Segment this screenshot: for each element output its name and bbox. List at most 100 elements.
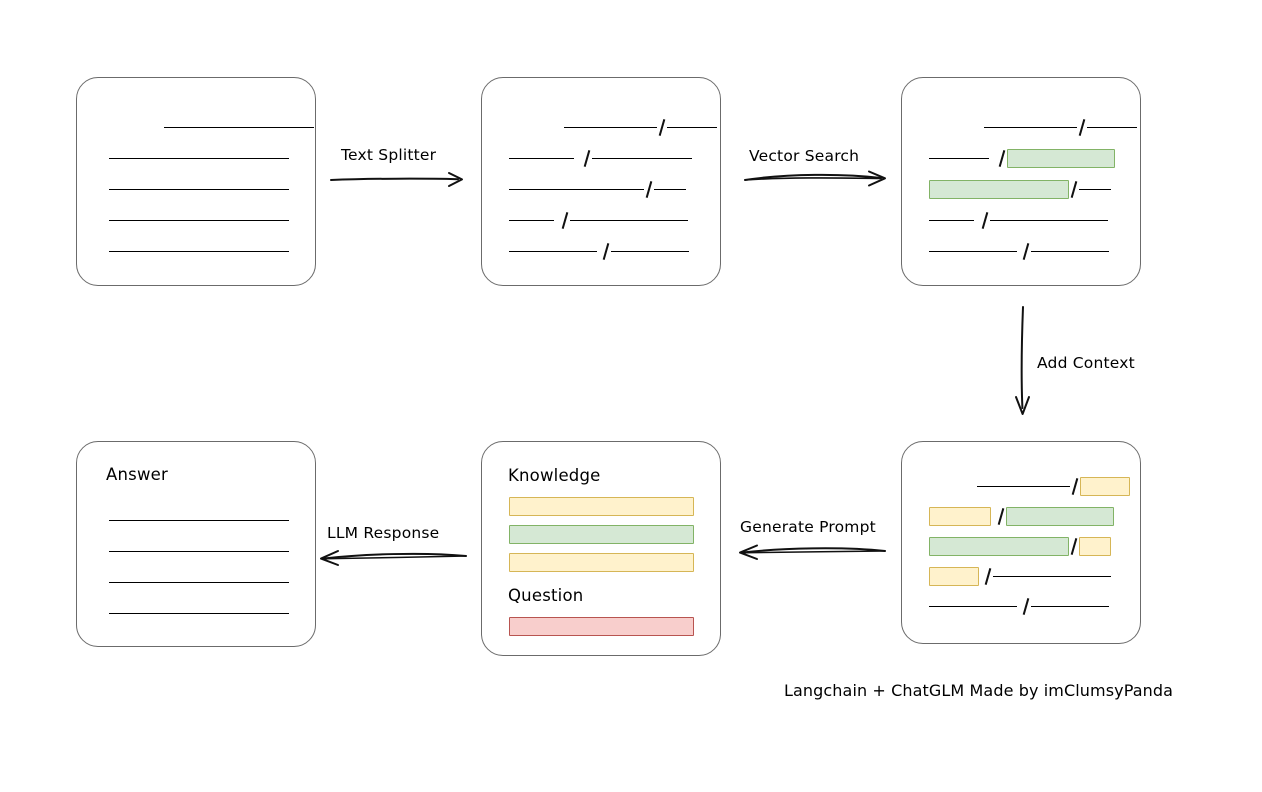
text-rule <box>109 157 289 159</box>
text-rule <box>993 575 1111 577</box>
text-rule <box>977 485 1070 487</box>
text-line <box>902 240 1140 262</box>
text-rule <box>109 550 289 552</box>
text-line <box>902 147 1140 169</box>
text-rule <box>509 250 597 252</box>
text-line <box>902 116 1140 138</box>
slash-separator <box>998 149 1006 167</box>
text-line <box>77 240 315 262</box>
chip-line <box>482 615 720 637</box>
text-line <box>902 595 1140 617</box>
node-split-document[interactable] <box>481 77 721 286</box>
text-rule <box>109 519 289 521</box>
text-rule <box>164 126 314 128</box>
node-answer[interactable]: Answer <box>76 441 316 647</box>
text-line <box>77 571 315 593</box>
text-line <box>77 147 315 169</box>
text-rule <box>929 250 1017 252</box>
text-rule <box>929 219 974 221</box>
text-line <box>902 535 1140 557</box>
text-rule <box>109 250 289 252</box>
text-line <box>902 505 1140 527</box>
highlight-chip-green <box>1007 148 1115 168</box>
text-line <box>77 178 315 200</box>
arrow-label-text-splitter: Text Splitter <box>341 146 437 164</box>
highlight-chip-yellow <box>509 552 694 572</box>
highlight-chip-yellow <box>1080 476 1130 496</box>
slash-separator <box>1078 118 1086 136</box>
arrow-llm-response <box>320 550 467 566</box>
text-rule <box>109 188 289 190</box>
highlight-chip-yellow <box>1079 536 1111 556</box>
chip-line <box>482 551 720 573</box>
text-rule <box>509 219 554 221</box>
text-rule <box>1087 126 1137 128</box>
node-source-document[interactable] <box>76 77 316 286</box>
text-line <box>902 475 1140 497</box>
arrow-label-vector-search: Vector Search <box>749 147 860 165</box>
text-rule <box>109 612 289 614</box>
node-prompt[interactable]: Knowledge Question <box>481 441 721 656</box>
answer-label: Answer <box>106 465 168 484</box>
text-line <box>77 209 315 231</box>
slash-separator <box>561 211 569 229</box>
slash-separator <box>981 211 989 229</box>
text-rule <box>984 126 1077 128</box>
text-rule <box>1031 250 1109 252</box>
highlight-chip-red <box>509 616 694 636</box>
text-line <box>902 178 1140 200</box>
slash-separator <box>1070 537 1078 555</box>
highlight-chip-yellow <box>509 496 694 516</box>
highlight-chip-green <box>929 536 1069 556</box>
text-line <box>482 178 720 200</box>
text-rule <box>592 157 692 159</box>
text-rule <box>667 126 717 128</box>
slash-separator <box>1071 477 1079 495</box>
slash-separator <box>984 567 992 585</box>
highlight-chip-yellow <box>929 506 991 526</box>
text-rule <box>611 250 689 252</box>
text-line <box>77 540 315 562</box>
slash-separator <box>1022 597 1030 615</box>
question-label: Question <box>508 586 584 605</box>
text-rule <box>109 219 289 221</box>
footer-credit: Langchain + ChatGLM Made by imClumsyPand… <box>784 681 1174 700</box>
slash-separator <box>1070 180 1078 198</box>
text-line <box>902 565 1140 587</box>
chip-line <box>482 523 720 545</box>
text-line <box>482 240 720 262</box>
text-rule <box>990 219 1108 221</box>
slash-separator <box>997 507 1005 525</box>
text-rule <box>509 188 644 190</box>
highlight-chip-yellow <box>929 566 979 586</box>
slash-separator <box>583 149 591 167</box>
arrow-add-context <box>1015 306 1030 415</box>
slash-separator <box>658 118 666 136</box>
chip-line <box>482 495 720 517</box>
arrow-vector-search <box>744 170 886 187</box>
arrow-label-generate-prompt: Generate Prompt <box>740 518 876 536</box>
slash-separator <box>1022 242 1030 260</box>
text-line <box>77 602 315 624</box>
arrow-text-splitter <box>330 172 463 187</box>
arrow-label-add-context: Add Context <box>1037 354 1135 372</box>
text-rule <box>109 581 289 583</box>
slash-separator <box>645 180 653 198</box>
highlight-chip-green <box>509 524 694 544</box>
text-rule <box>509 157 574 159</box>
text-line <box>77 116 315 138</box>
text-line <box>482 209 720 231</box>
knowledge-label: Knowledge <box>508 466 601 485</box>
node-matched-document[interactable] <box>901 77 1141 286</box>
text-rule <box>654 188 686 190</box>
text-line <box>902 209 1140 231</box>
text-rule <box>1079 188 1111 190</box>
text-rule <box>929 157 989 159</box>
text-rule <box>929 605 1017 607</box>
node-context-document[interactable] <box>901 441 1141 644</box>
arrow-generate-prompt <box>739 544 886 560</box>
highlight-chip-green <box>929 179 1069 199</box>
slash-separator <box>602 242 610 260</box>
text-line <box>482 147 720 169</box>
